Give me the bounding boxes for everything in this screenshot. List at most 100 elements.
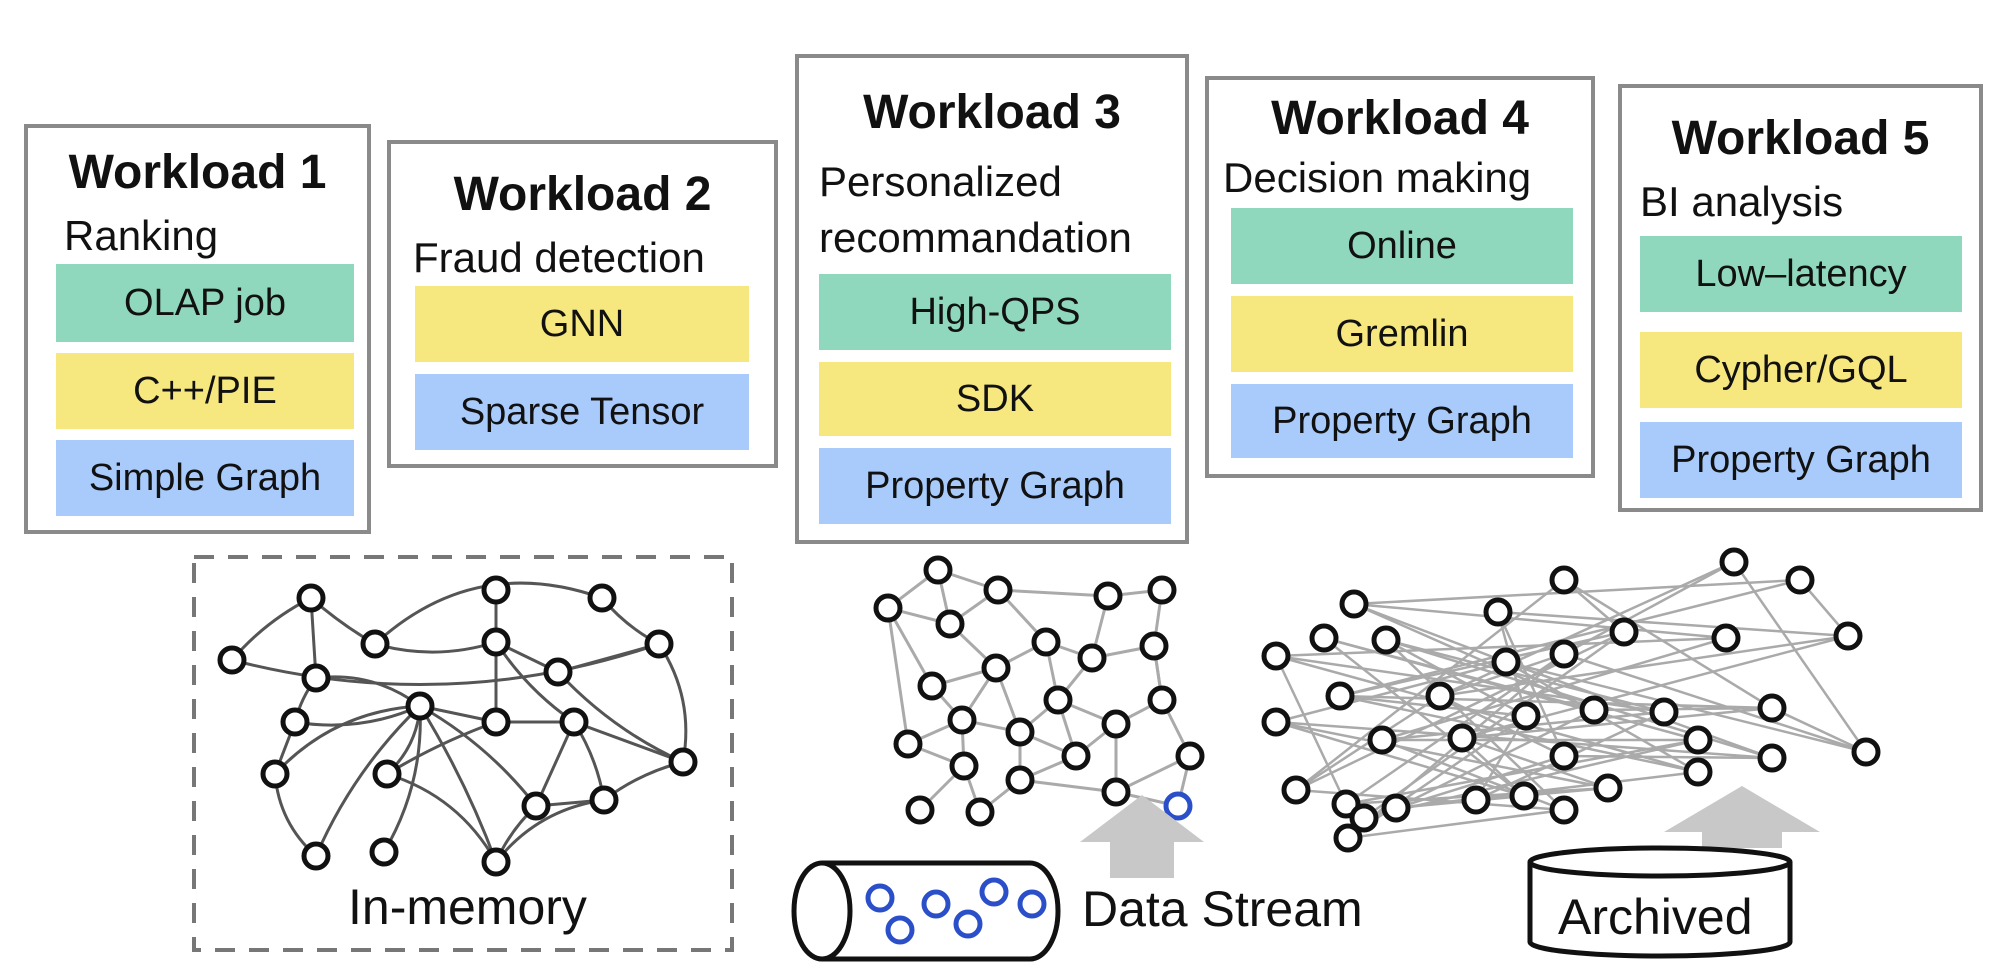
- graph-node: [521, 791, 551, 821]
- graph-edge: [1439, 560, 1735, 698]
- graph-node: [1609, 617, 1639, 647]
- workload-5-tag-model: Property Graph: [1640, 422, 1962, 498]
- workload-3-tag-interface: SDK: [819, 362, 1171, 436]
- graph-node: [217, 645, 247, 675]
- stream-upload-arrow: [1080, 795, 1204, 878]
- graph-edge: [534, 721, 576, 807]
- graph-node: [1833, 621, 1863, 651]
- graph-node: [1175, 741, 1205, 771]
- workload-1-card: Workload 1 Ranking OLAP job C++/PIE Simp…: [24, 124, 371, 534]
- queued-stream-node: [1017, 889, 1047, 919]
- graph-node: [949, 751, 979, 781]
- graph-edge: [1339, 578, 1801, 698]
- graph-node: [1367, 725, 1397, 755]
- graph-edge: [886, 607, 934, 687]
- graph-node: [1005, 765, 1035, 795]
- graph-node: [1549, 795, 1579, 825]
- workload-2-tag-interface: GNN: [415, 286, 749, 362]
- graph-edge: [1505, 660, 1867, 754]
- graph-node: [559, 707, 589, 737]
- graph-node: [1261, 641, 1291, 671]
- graph-edge: [386, 772, 498, 863]
- graph-node: [1031, 627, 1061, 657]
- graph-node: [1549, 639, 1579, 669]
- graph-node: [1491, 647, 1521, 677]
- workload-5-card: Workload 5 BI analysis Low–latency Cyphe…: [1618, 84, 1983, 512]
- graph-edge: [1275, 720, 1525, 798]
- graph-edge: [230, 596, 312, 661]
- graph-node: [1309, 623, 1339, 653]
- graph-node: [296, 583, 326, 613]
- graph-node: [1483, 597, 1513, 627]
- graph-node: [1147, 575, 1177, 605]
- graph-node: [947, 705, 977, 735]
- graph-node: [1425, 681, 1455, 711]
- workload-4-subtitle: Decision making: [1223, 154, 1532, 201]
- graph-node: [1077, 643, 1107, 673]
- workload-4-tag-model: Property Graph: [1231, 384, 1573, 458]
- graph-node: [1061, 741, 1091, 771]
- graph-node: [1509, 781, 1539, 811]
- workload-3-title: Workload 3: [863, 86, 1121, 139]
- graph-node: [1549, 565, 1579, 595]
- in-memory-frame: [192, 555, 734, 952]
- graph-node: [1683, 725, 1713, 755]
- workload-3-card: Workload 3 Personalized recommandation H…: [795, 54, 1189, 544]
- queued-stream-node: [953, 909, 983, 939]
- graph-node: [1757, 743, 1787, 773]
- workload-5-subtitle: BI analysis: [1640, 178, 1844, 225]
- archived-storage-cylinder: [1527, 845, 1793, 959]
- graph-edge: [231, 642, 660, 687]
- graph-node: [1649, 697, 1679, 727]
- workload-2-tag-model: Sparse Tensor: [415, 374, 749, 450]
- graph-edge: [557, 642, 660, 674]
- graph-edge: [1474, 715, 1528, 801]
- graph-node: [481, 627, 511, 657]
- graph-node: [1371, 625, 1401, 655]
- graph-edge: [1275, 720, 1609, 790]
- graph-node: [1147, 685, 1177, 715]
- graph-node: [668, 747, 698, 777]
- workload-2-title: Workload 2: [453, 168, 712, 221]
- graph-edge: [273, 704, 421, 776]
- graph-edge: [1295, 579, 1565, 791]
- workload-4-title: Workload 4: [1271, 92, 1529, 145]
- graph-edge: [418, 705, 498, 863]
- workload-4-card: Workload 4 Decision making Online Gremli…: [1205, 76, 1595, 478]
- workload-5-title: Workload 5: [1671, 112, 1930, 165]
- stream-node: [1163, 791, 1193, 821]
- graph-node: [1325, 681, 1355, 711]
- graph-node: [1281, 775, 1311, 805]
- graph-edge: [1347, 808, 1565, 840]
- graph-edge: [1353, 602, 1727, 640]
- graph-edge: [886, 607, 910, 745]
- graph-node: [280, 707, 310, 737]
- workload-5-tag-interface: Cypher/GQL: [1640, 332, 1962, 408]
- graph-node: [983, 575, 1013, 605]
- archived-label: Archived: [1558, 889, 1753, 945]
- graph-edge: [573, 720, 684, 764]
- graph-node: [543, 657, 573, 687]
- graph-node: [589, 785, 619, 815]
- workload-1-tag-model: Simple Graph: [56, 440, 354, 516]
- graph-node: [1593, 773, 1623, 803]
- graph-edge: [494, 798, 605, 863]
- graph-node: [260, 759, 290, 789]
- graph-edge: [556, 670, 684, 764]
- graph-node: [1719, 547, 1749, 577]
- workload-3-tag-execution: High-QPS: [819, 274, 1171, 350]
- workload-3-subtitle-line2: recommandation: [819, 214, 1132, 261]
- graph-node: [1785, 565, 1815, 595]
- graph-edge: [1563, 578, 1773, 710]
- graph-edge: [1275, 654, 1699, 774]
- graph-node: [644, 629, 674, 659]
- workload-5-tag-execution: Low–latency: [1640, 236, 1962, 312]
- graph-edge: [1345, 738, 1699, 806]
- graph-node: [1043, 685, 1073, 715]
- graph-edge: [1275, 636, 1727, 658]
- queued-stream-node: [865, 883, 895, 913]
- workload-4-tag-interface: Gremlin: [1231, 296, 1573, 372]
- workload-4-tag-execution: Online: [1231, 208, 1573, 284]
- graph-node: [1579, 695, 1609, 725]
- graph-edge: [419, 704, 538, 807]
